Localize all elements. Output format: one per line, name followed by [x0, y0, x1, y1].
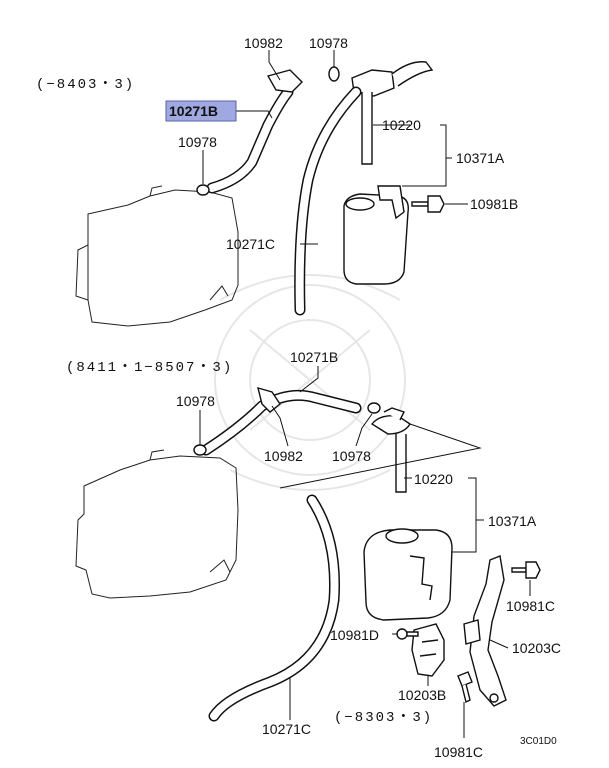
label-hose-10271b-lower: 10271B: [290, 349, 338, 365]
label-clip-10978-left: 10978: [178, 134, 217, 150]
clip-10978-top: [328, 66, 340, 82]
upper-diagram: (−8403・3) 10982 10978 10271B 10978 10220…: [36, 35, 518, 327]
label-clip-10978-top: 10978: [309, 35, 348, 51]
label-hose-10271c-lower: 10271C: [262, 721, 311, 737]
hose-10271b-lower: [200, 389, 362, 456]
engine-block-outline-lower: [75, 455, 239, 599]
clip-10978-lower-left: [193, 444, 207, 456]
clip-10978-lower-right: [367, 402, 381, 414]
label-tank-10371a: 10371A: [456, 150, 505, 166]
engine-block-outline: [75, 189, 239, 327]
label-hose-10271c-upper: 10271C: [226, 236, 275, 252]
hose-10271c-upper: [294, 86, 362, 316]
label-bolt-10981b: 10981B: [470, 196, 518, 212]
hose-10271b: [206, 86, 294, 194]
clamp-10982: [266, 69, 303, 93]
bolt-10981b: [411, 195, 445, 213]
label-bolt-10981c-right: 10981C: [506, 598, 555, 614]
label-bracket-10203b: 10203B: [398, 687, 446, 703]
bolt-10981c-bottom: [457, 671, 473, 704]
bracket-10203b: [411, 623, 445, 677]
clip-10978-left: [196, 184, 210, 196]
label-filler-neck-10220: 10220: [382, 117, 421, 133]
label-bolt-10981d: 10981D: [330, 627, 379, 643]
label-filler-neck-10220-lower: 10220: [414, 471, 453, 487]
highlight-box-10271b[interactable]: [165, 100, 237, 122]
reservoir-tank-lower: [363, 528, 453, 621]
label-bolt-10981c-bottom: 10981C: [434, 744, 483, 760]
figure-code: 3C01D0: [520, 736, 557, 747]
filler-neck-10220-lower: [370, 407, 411, 493]
label-bracket-10203c: 10203C: [512, 640, 561, 656]
reservoir-tank-upper: [343, 185, 409, 285]
lower-diagram: (8411・1−8507・3) 10271B 10978 10982 10978…: [66, 349, 561, 760]
label-tank-10371a-lower: 10371A: [488, 513, 537, 529]
bolt-10981c-right: [511, 561, 541, 579]
label-clamp-10982-lower: 10982: [264, 448, 303, 464]
filler-neck-10220: [351, 61, 434, 165]
hose-10271c-lower: [208, 494, 340, 722]
lower-date-range: (8411・1−8507・3): [66, 360, 233, 376]
label-hose-10271b[interactable]: 10271B: [169, 103, 218, 119]
label-clip-10978-lower-left: 10978: [176, 393, 215, 409]
label-bracket-date: (−8303・3): [334, 710, 433, 726]
hose-connector-lower: [257, 386, 281, 413]
label-clamp-10982: 10982: [244, 35, 283, 51]
bracket-10203c: [463, 555, 507, 707]
watermark-emblem: [214, 274, 406, 491]
label-clip-10978-lower-right: 10978: [332, 448, 371, 464]
upper-date-range: (−8403・3): [36, 77, 135, 93]
